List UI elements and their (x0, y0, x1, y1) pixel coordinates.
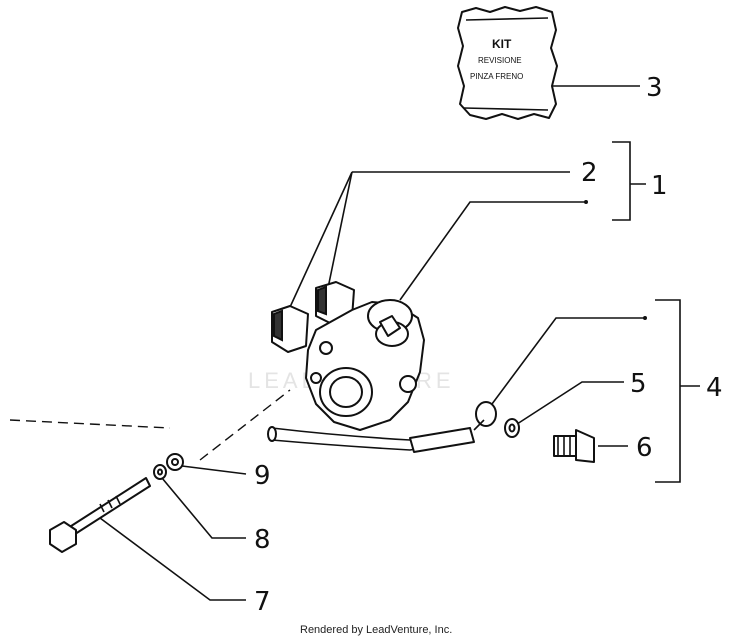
callout-8: 8 (254, 525, 271, 555)
banjo-bolt-part-6 (553, 429, 595, 463)
leader-dot-4 (643, 316, 647, 320)
kit-label-line3: PINZA FRENO (470, 72, 523, 81)
callout-4: 4 (706, 373, 723, 403)
leader-line-9 (181, 465, 247, 475)
callout-3: 3 (646, 73, 663, 103)
leader-line-7 (99, 517, 246, 601)
kit-label-line1: KIT (492, 37, 512, 51)
callout-9: 9 (254, 461, 271, 491)
bolt-part-7 (49, 477, 151, 553)
callout-1: 1 (651, 171, 668, 201)
footer-credit: Rendered by LeadVenture, Inc. (300, 624, 452, 636)
leader-line-4 (491, 317, 645, 405)
axis-line-left (9, 419, 171, 429)
leader-line-2a (284, 171, 353, 319)
bracket-1 (612, 141, 646, 221)
bracket-4 (655, 299, 700, 483)
leader-line-1 (399, 201, 586, 301)
callout-5: 5 (630, 369, 647, 399)
kit-bag-part-3: KIT REVISIONE PINZA FRENO (457, 6, 558, 120)
axis-line-diagonal (199, 389, 291, 461)
kit-label-line2: REVISIONE (478, 56, 522, 65)
brake-hose (267, 401, 497, 453)
leader-dot-1 (584, 200, 588, 204)
callout-7: 7 (254, 587, 271, 617)
brake-caliper-part-1 (305, 299, 425, 431)
leader-line-5 (513, 381, 624, 427)
leader-line-2b (327, 171, 353, 289)
callout-6: 6 (636, 433, 653, 463)
leader-line-8 (161, 477, 246, 539)
callout-2: 2 (581, 158, 598, 188)
